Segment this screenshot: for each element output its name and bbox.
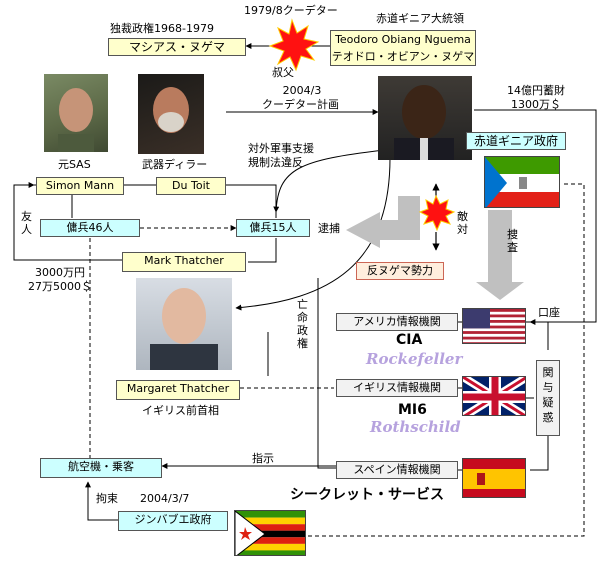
wealth-amount-yen: 14億円蓄財 — [507, 84, 565, 97]
secret-service-label: シークレット・サービス — [290, 487, 444, 503]
mercenaries-15-box: 傭兵15人 — [236, 219, 310, 237]
margaret-thatcher-box: Margaret Thatcher — [116, 380, 240, 400]
macias-box: マシアス・ヌゲマ — [108, 38, 246, 56]
eg-government-box: 赤道ギニア政府 — [466, 132, 566, 150]
usa-flag-icon — [462, 308, 526, 344]
aircraft-box: 航空機・乗客 — [40, 458, 162, 478]
coup-plan-label: クーデター計画 — [262, 98, 339, 111]
arms-dealer-label: 武器ディラー — [142, 158, 208, 171]
investigation-block-arrow — [476, 210, 524, 300]
zimbabwe-gov-box: ジンバブエ政府 — [118, 511, 228, 531]
friend-label: 友人 — [21, 210, 32, 236]
money-yen: 3000万円 — [35, 266, 85, 279]
arrest-block-arrow — [346, 196, 420, 248]
involvement-box: 関与疑惑 — [536, 360, 560, 436]
mark-thatcher-photo — [136, 278, 232, 370]
rothschild-label: Rothschild — [370, 418, 461, 436]
zimbabwe-flag-icon — [234, 510, 306, 556]
hostile-label: 敵対 — [457, 210, 468, 236]
uncle-label: 叔父 — [272, 66, 294, 79]
arrest-label: 逮捕 — [318, 222, 340, 235]
president-name-jp: テオドロ・オビアン・ヌゲマ — [331, 50, 475, 63]
military-support-line2: 規制法違反 — [248, 156, 303, 169]
ex-sas-label: 元SAS — [58, 158, 91, 171]
military-support-line1: 対外軍事支援 — [248, 142, 314, 155]
coup-plan-date: 2004/3 — [282, 84, 322, 97]
president-photo — [378, 76, 472, 160]
spain-flag-icon — [462, 458, 526, 498]
coup-1979-label: 1979/8クーデター — [244, 4, 338, 17]
president-name-en: Teodoro Obiang Nguema — [335, 33, 471, 46]
money-usd: 27万5000＄ — [28, 280, 92, 293]
investigation-label: 捜査 — [507, 228, 518, 254]
asylum-government-label: 亡命政権 — [297, 298, 308, 350]
us-intel-box: アメリカ情報機関 — [336, 313, 458, 331]
cia-label: CIA — [396, 332, 423, 348]
equatorial-guinea-flag-icon — [484, 156, 560, 208]
dictator-era-label: 独裁政権1968-1979 — [110, 22, 214, 35]
anti-nguema-box: 反ヌゲマ勢力 — [356, 262, 444, 280]
account-label: 口座 — [538, 306, 560, 319]
detention-date: 2004/3/7 — [140, 492, 190, 505]
mi6-label: MI6 — [398, 402, 427, 418]
wealth-amount-usd: 1300万＄ — [511, 98, 561, 111]
du-toit-photo — [138, 74, 204, 154]
explosion-icon — [418, 194, 456, 232]
president-box: Teodoro Obiang Nguema テオドロ・オビアン・ヌゲマ — [330, 30, 476, 66]
instruction-label: 指示 — [252, 452, 274, 465]
explosion-icon — [268, 18, 320, 72]
spain-intel-box: スペイン情報機関 — [336, 461, 458, 479]
simon-mann-box: Simon Mann — [36, 177, 124, 195]
mark-thatcher-box: Mark Thatcher — [122, 252, 246, 272]
detention-label: 拘束 — [96, 492, 118, 505]
uk-flag-icon — [462, 376, 526, 416]
simon-mann-photo — [44, 74, 108, 152]
president-title: 赤道ギニア大統領 — [376, 12, 464, 25]
mercenaries-46-box: 傭兵46人 — [40, 219, 140, 237]
uk-intel-box: イギリス情報機関 — [336, 379, 458, 397]
ex-pm-label: イギリス前首相 — [142, 404, 219, 417]
rockefeller-label: Rockefeller — [366, 350, 463, 368]
du-toit-box: Du Toit — [156, 177, 226, 195]
